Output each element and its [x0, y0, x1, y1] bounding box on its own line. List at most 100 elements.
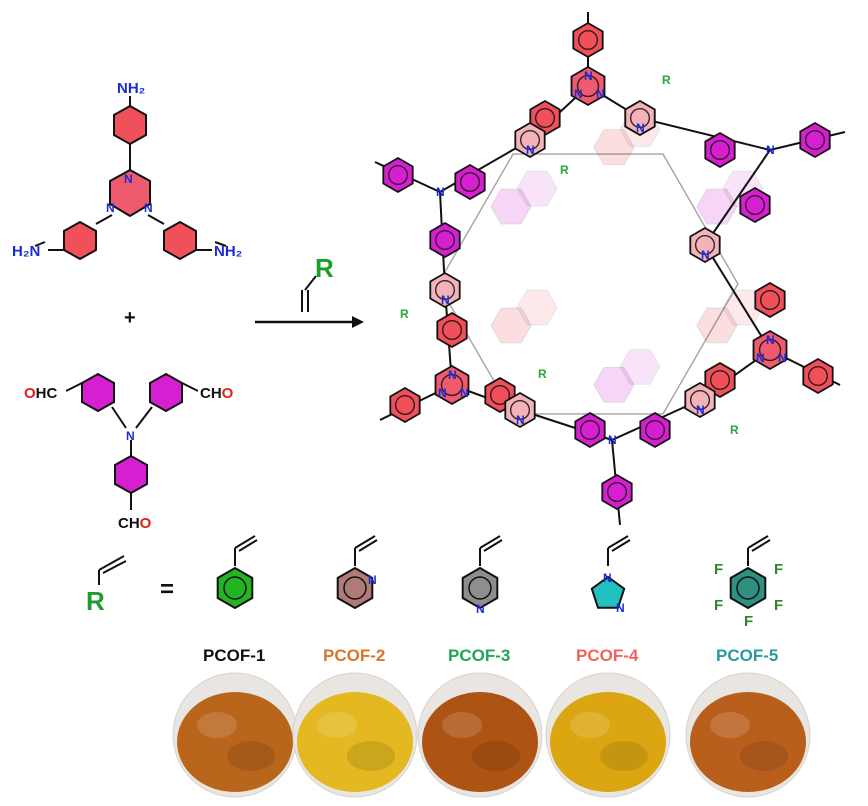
powder-photo-pcof-4 — [545, 672, 671, 798]
framework-r-label: R — [662, 73, 671, 87]
phenyl-ring — [149, 372, 183, 413]
triazine-n-label: N — [106, 201, 115, 215]
amine-n-label: N — [436, 185, 445, 199]
quinoline-n-label: N — [516, 413, 525, 427]
aldehyde-label-rest: HC — [36, 385, 58, 402]
aromatic-ring — [336, 566, 374, 610]
pcof-caption: PCOF-5 — [716, 646, 778, 665]
triazine-n-label: N — [756, 351, 765, 365]
reaction-arrow: R — [255, 253, 364, 328]
amine-label: H₂N — [12, 243, 40, 260]
fluorine-label: F — [774, 561, 783, 578]
phenyl-ring — [114, 454, 148, 495]
fluorine-label: F — [714, 561, 723, 578]
fluorine-label: F — [774, 597, 783, 614]
quinoline-ring: N — [429, 271, 461, 309]
powder-photo-pcof-3 — [417, 672, 543, 798]
substituent-pcof-3: N — [461, 535, 503, 616]
hetero-n-label: N — [476, 602, 485, 616]
triazine-n-label: N — [438, 386, 447, 400]
triazine-n-label: N — [584, 69, 593, 83]
framework-r-label: R — [400, 307, 409, 321]
legend-r-label: R — [86, 586, 105, 616]
triamine-monomer: N N N NH₂ H₂N NH₂ — [12, 80, 242, 261]
amine-label: NH₂ — [117, 80, 145, 97]
triazine-ring — [109, 168, 151, 218]
phenyl-ring — [754, 281, 786, 319]
aromatic-ring — [461, 566, 499, 610]
quinoline-ring: N — [689, 226, 721, 264]
substituent-pcof-5: F F F F F — [714, 535, 783, 630]
powder-photo-pcof-5 — [685, 672, 811, 798]
phenyl-ring — [113, 104, 147, 146]
quinoline-n-label: N — [701, 248, 710, 262]
aldehyde-label: CHO — [200, 385, 234, 402]
triazine-n-label: N — [144, 201, 153, 215]
triazine-n-label: N — [574, 87, 583, 101]
aromatic-ring — [729, 566, 767, 610]
phenyl-ring — [799, 121, 831, 159]
quinoline-n-label: N — [526, 143, 535, 157]
phenyl-ring — [163, 220, 197, 261]
substituent-pcof-2: N — [336, 535, 378, 610]
triazine-n-label: N — [766, 333, 775, 347]
fluorine-label: F — [744, 613, 753, 630]
triazine-n-label: N — [124, 172, 133, 186]
pcof-captions: PCOF-1 PCOF-2 PCOF-3 PCOF-4 PCOF-5 — [203, 646, 778, 665]
quinoline-ring: N — [514, 121, 546, 159]
aldehyde-label: OHC — [24, 385, 58, 402]
framework-r-label: R — [560, 163, 569, 177]
hetero-n-label: N — [368, 573, 377, 587]
hetero-n-label: N — [616, 601, 625, 615]
aldehyde-label: CHO — [118, 515, 152, 532]
quinoline-ring: N — [624, 99, 656, 137]
pcof-caption: PCOF-1 — [203, 646, 265, 665]
stacked-layers — [490, 111, 764, 403]
quinoline-n-label: N — [696, 403, 705, 417]
quinoline-ring: N — [504, 391, 536, 429]
triazine-n-label: N — [596, 87, 605, 101]
framework-r-label: R — [730, 423, 739, 437]
pcof-caption: PCOF-3 — [448, 646, 510, 665]
phenyl-ring — [454, 163, 486, 201]
triazine-n-label: N — [460, 386, 469, 400]
phenyl-ring — [81, 372, 115, 413]
triazine-n-label: N — [778, 351, 787, 365]
quinoline-n-label: N — [441, 293, 450, 307]
pcof-caption: PCOF-4 — [576, 646, 639, 665]
vinyl-r-label: R — [315, 253, 334, 283]
substituent-structures: N N N N F F F F F — [216, 535, 783, 630]
phenyl-ring — [601, 473, 633, 511]
phenyl-ring — [739, 186, 771, 224]
amine-n-label: N — [766, 143, 775, 157]
phenyl-ring — [802, 357, 834, 395]
quinoline-ring: N — [684, 381, 716, 419]
framework-r-label: R — [538, 367, 547, 381]
phenyl-ring — [704, 131, 736, 169]
phenyl-ring — [639, 411, 671, 449]
amine-n-label: N — [608, 433, 617, 447]
hetero-n-label: N — [603, 571, 612, 585]
stacked-layer — [490, 129, 738, 403]
plus-sign: + — [124, 307, 136, 329]
powder-photo-pcof-2 — [292, 672, 418, 798]
quinoline-n-label: N — [636, 121, 645, 135]
substituent-pcof-1 — [216, 535, 258, 610]
amine-n-label: N — [126, 429, 135, 443]
phenyl-ring — [63, 220, 97, 261]
pcof-powder-photos — [172, 672, 811, 798]
phenyl-ring — [572, 21, 604, 59]
equals-sign: = — [160, 576, 174, 603]
amine-label: NH₂ — [214, 243, 242, 260]
pcof-caption: PCOF-2 — [323, 646, 385, 665]
fluorine-label: F — [714, 597, 723, 614]
phenyl-ring — [382, 156, 414, 194]
phenyl-ring — [704, 361, 736, 399]
trialdehyde-monomer: N OHC CHO CHO — [24, 372, 234, 532]
framework-bonds — [374, 12, 846, 526]
imidazole-ring — [590, 575, 626, 609]
